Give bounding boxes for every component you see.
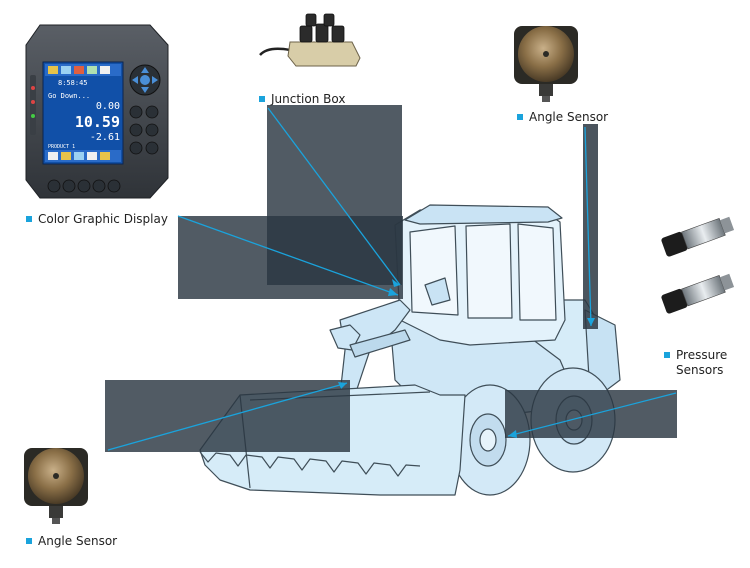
line-display — [177, 215, 399, 296]
bullet-icon — [517, 114, 523, 120]
bullet-icon — [664, 352, 670, 358]
callout-arrowheads — [338, 279, 595, 438]
angle-sensor-top-device — [514, 26, 578, 102]
display-time: 8:58:45 — [58, 79, 88, 87]
line-junction — [267, 107, 401, 286]
line-angle-bottom — [107, 382, 348, 451]
pressure-sensors-device — [661, 216, 735, 314]
display-screen — [42, 61, 124, 165]
display-value-b: 10.59 — [75, 113, 120, 131]
display-value-c: -2.61 — [90, 132, 120, 143]
angle-sensor-bottom-device — [24, 448, 88, 524]
label-angle-sensor-bottom-text: Angle Sensor — [38, 534, 118, 548]
color-display-device: 8:58:45 Go Down... 0.00 10.59 -2.61 PROD… — [25, 24, 169, 199]
wheel-loader — [199, 204, 621, 496]
label-junction-box-text: Junction Box — [271, 92, 346, 106]
bullet-icon — [26, 538, 32, 544]
display-status: Go Down... — [48, 92, 90, 100]
label-color-display-text: Color Graphic Display — [38, 212, 168, 226]
label-pressure-sensors-line2: Sensors — [676, 363, 724, 377]
label-angle-sensor-bottom: Angle Sensor — [26, 534, 117, 549]
label-angle-sensor-top-text: Angle Sensor — [529, 110, 609, 124]
junction-box-device — [259, 13, 361, 67]
bullet-icon — [259, 96, 265, 102]
label-pressure-sensors: Pressure Sensors — [664, 348, 727, 378]
label-angle-sensor-top: Angle Sensor — [517, 110, 608, 125]
bullet-icon — [26, 216, 32, 222]
label-junction-box: Junction Box — [259, 92, 345, 107]
display-value-a: 0.00 — [96, 101, 120, 112]
callout-box-junction — [267, 105, 402, 285]
callout-lines — [107, 107, 677, 451]
line-angle-top — [584, 126, 592, 327]
display-product: PRODUCT 1 — [48, 144, 75, 150]
line-pressure — [507, 392, 677, 437]
label-pressure-sensors-line1: Pressure — [676, 348, 728, 362]
label-color-display: Color Graphic Display — [26, 212, 168, 227]
